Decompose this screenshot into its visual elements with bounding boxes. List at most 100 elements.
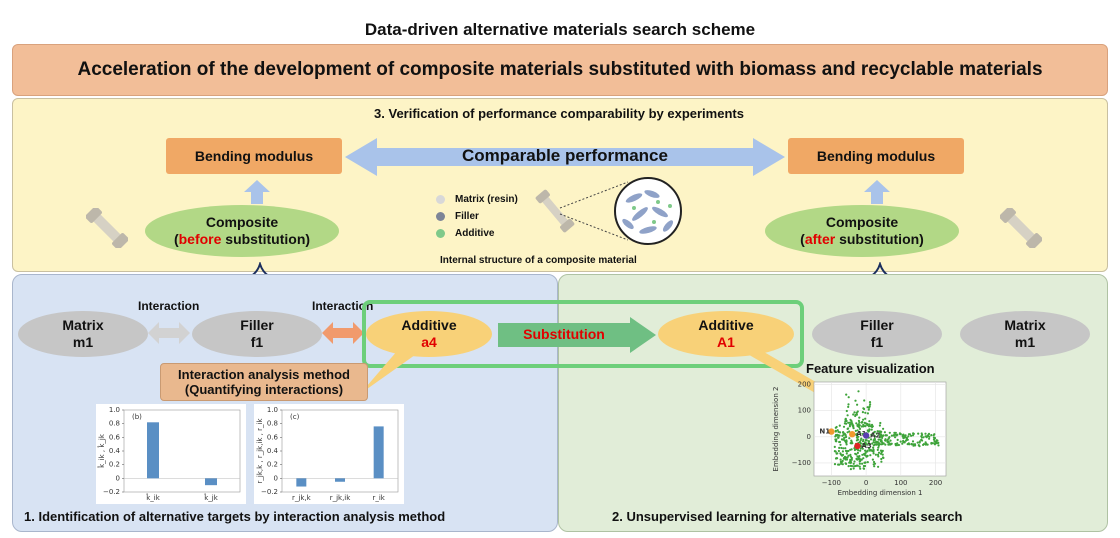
scatter-point — [838, 434, 841, 437]
scatter-point — [858, 465, 861, 468]
scatter-point — [910, 434, 913, 437]
composite-before: Composite (before substitution) — [145, 205, 339, 257]
scatter-point — [899, 440, 902, 443]
scatter-marker-A2 — [862, 432, 870, 439]
scatter-label-N1: N1 — [819, 428, 830, 436]
chart-b-category-label: k̂_ik — [146, 494, 161, 502]
scatter-point — [864, 417, 867, 420]
scatter-point — [907, 433, 911, 436]
scatter-point — [855, 453, 858, 456]
scatter-point — [917, 432, 920, 435]
scatter-point — [936, 439, 939, 442]
scatter-point — [868, 449, 871, 452]
scatter-point — [857, 423, 860, 426]
scatter-point — [920, 436, 923, 439]
scatter-point — [878, 424, 881, 427]
scatter-point — [836, 429, 839, 432]
chart-b-ytick-label: 0 — [116, 474, 120, 482]
scatter-point — [858, 416, 861, 419]
scatter-point — [856, 403, 859, 406]
scatter-point — [872, 460, 876, 464]
scatter-point — [859, 432, 862, 435]
scatter-point — [846, 414, 849, 417]
chart-c-ytick-label: 0.2 — [267, 461, 278, 469]
scatter-point — [907, 435, 910, 438]
scatter-point — [895, 444, 899, 447]
chart-b-bar — [147, 422, 159, 479]
scatter-point — [933, 440, 936, 443]
scatter-point — [852, 413, 855, 416]
interaction-arrow-gray — [148, 322, 190, 344]
scatter-point — [834, 430, 837, 433]
interaction-label-2: Interaction — [312, 299, 374, 313]
chart-b-panel-label: (b) — [132, 413, 142, 421]
scatter-point — [844, 418, 847, 421]
scatter-point — [905, 436, 908, 439]
scatter-xtick-label: 200 — [929, 479, 942, 487]
scatter-point — [858, 421, 861, 424]
scatter-point — [875, 440, 878, 443]
scatter-point — [847, 403, 850, 406]
scatter-point — [861, 440, 865, 443]
scatter-point — [843, 455, 847, 458]
chart-c-category-label: r_jk,ik — [330, 494, 352, 502]
scatter-point — [889, 439, 892, 442]
scatter-point — [879, 421, 882, 425]
scatter-point — [839, 458, 842, 461]
scatter-point — [858, 455, 861, 458]
scatter-point — [855, 422, 858, 425]
scatter-point — [861, 411, 864, 414]
goal-banner: Acceleration of the development of compo… — [12, 44, 1108, 96]
chart-c-bar — [373, 426, 384, 479]
scatter-point — [837, 463, 840, 466]
chart-b-frame — [123, 409, 241, 493]
scatter-point — [863, 461, 866, 464]
scatter-point — [873, 465, 876, 468]
scatter-point — [911, 440, 915, 443]
scatter-point — [837, 449, 840, 453]
scatter-marker-N1 — [828, 428, 835, 435]
scatter-point — [904, 439, 908, 442]
scatter-point — [833, 445, 836, 448]
scatter-point — [837, 436, 840, 439]
scatter-point — [873, 430, 876, 433]
scatter-point — [845, 462, 848, 465]
chart-c-category-label: r_ik — [372, 494, 385, 502]
scatter-point — [854, 399, 857, 402]
scatter-point — [922, 436, 925, 439]
scatter-point — [836, 457, 839, 460]
chart-c-bar — [335, 478, 345, 482]
scatter-ytick-label: 0 — [807, 433, 811, 441]
scatter-point — [846, 456, 849, 459]
scatter-point — [930, 434, 933, 437]
scatter-point — [866, 449, 869, 452]
scatter-point — [849, 418, 852, 421]
scatter-point — [838, 446, 841, 449]
scatter-point — [840, 446, 843, 450]
comparable-arrow — [345, 138, 785, 176]
comparable-performance-label: Comparable performance — [462, 146, 668, 165]
interaction-label-1: Interaction — [138, 299, 200, 313]
up-arrow-right-icon — [864, 180, 890, 204]
scatter-point — [857, 449, 860, 452]
scatter-point — [887, 443, 890, 446]
scatter-point — [901, 442, 904, 445]
scatter-point — [835, 440, 838, 443]
scatter-point — [854, 429, 857, 432]
scatter-point — [876, 443, 880, 446]
scatter-point — [865, 455, 868, 458]
scatter-point — [928, 437, 931, 440]
scatter-point — [839, 431, 842, 434]
scatter-ytick-label: −100 — [792, 459, 811, 467]
scatter-point — [876, 430, 879, 433]
chart-c-ytick-label: 0.4 — [267, 447, 279, 455]
scatter-point — [879, 433, 883, 436]
scatter-point — [858, 426, 861, 429]
scatter-point — [853, 460, 856, 463]
section1-heading: 1. Identification of alternative targets… — [24, 509, 446, 524]
scatter-point — [862, 407, 865, 410]
scatter-point — [874, 453, 877, 456]
